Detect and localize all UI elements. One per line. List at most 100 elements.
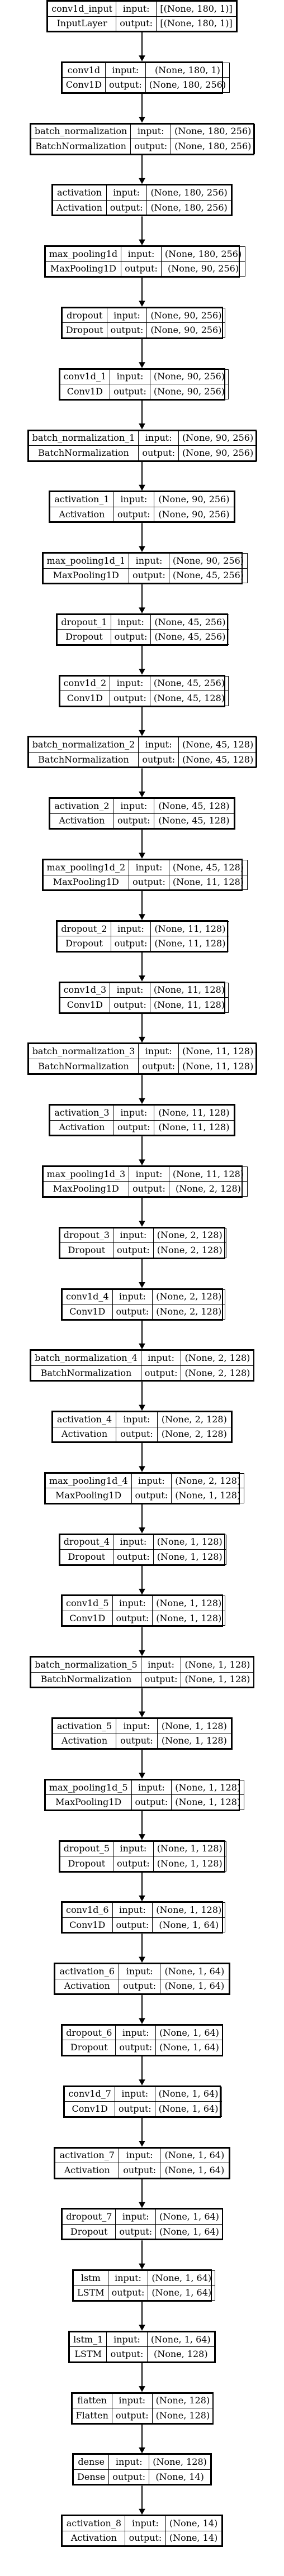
layer-name: conv1d_2 xyxy=(59,675,111,692)
output-label: output: xyxy=(116,1426,158,1442)
input-label: input: xyxy=(116,1,157,17)
layer-type: MaxPooling1D xyxy=(45,261,122,277)
output-label: output: xyxy=(113,1549,154,1565)
input-label: input: xyxy=(113,1105,155,1121)
input-label: input: xyxy=(106,2331,148,2348)
arrow-head xyxy=(139,546,145,553)
layer-name: batch_normalization xyxy=(30,123,131,140)
output-label: output: xyxy=(107,2285,149,2301)
layer-type: BatchNormalization xyxy=(28,1058,139,1074)
output-label: output: xyxy=(138,1058,179,1074)
layer-type: MaxPooling1D xyxy=(45,1794,132,1810)
input-label: input: xyxy=(140,1350,182,1366)
input-shape: (None, 2, 128) xyxy=(171,1473,245,1489)
input-label: input: xyxy=(113,798,155,814)
arrow-head xyxy=(139,1956,145,1963)
arrow-head xyxy=(139,2508,145,2515)
layer-type: BatchNormalization xyxy=(30,139,131,154)
input-label: input: xyxy=(110,369,150,385)
input-shape: (None, 45, 128) xyxy=(154,798,234,814)
layer-name: dropout_3 xyxy=(59,1227,114,1244)
output-label: output: xyxy=(106,199,147,216)
output-shape: (None, 11, 128) xyxy=(154,1120,234,1136)
output-shape: (None, 11, 128) xyxy=(150,936,230,951)
input-shape: (None, 2, 128) xyxy=(153,1227,226,1244)
output-shape: (None, 11, 128) xyxy=(178,1058,258,1074)
input-label: input: xyxy=(116,1412,158,1427)
output-shape: (None, 1, 64) xyxy=(148,2285,216,2301)
output-label: output: xyxy=(138,751,179,768)
output-shape: (None, 14) xyxy=(165,2530,222,2546)
arrow-head xyxy=(139,2202,145,2208)
input-label: input: xyxy=(140,1657,182,1673)
arrow-head xyxy=(139,1834,145,1840)
arrow-head xyxy=(139,1404,145,1411)
output-label: output: xyxy=(113,813,155,829)
layer-type: Conv1D xyxy=(62,1917,113,1933)
layer-type: MaxPooling1D xyxy=(42,1181,130,1197)
input-label: input: xyxy=(115,2209,157,2225)
input-label: input: xyxy=(138,1044,179,1059)
input-label: input: xyxy=(129,1166,169,1182)
input-label: input: xyxy=(119,1964,160,1979)
layer-type: LSTM xyxy=(73,2285,108,2301)
layer-type: Dropout xyxy=(62,2223,116,2240)
input-label: input: xyxy=(107,2270,149,2286)
output-label: output: xyxy=(129,874,169,890)
layer-name: max_pooling1d_3 xyxy=(42,1166,130,1182)
input-label: input: xyxy=(131,1473,172,1489)
layer-name: batch_normalization_4 xyxy=(31,1350,141,1366)
layer-type: BatchNormalization xyxy=(31,1365,141,1381)
layer-type: Flatten xyxy=(72,2408,112,2423)
input-shape: (None, 1, 128) xyxy=(153,1534,226,1550)
output-shape: (None, 1, 64) xyxy=(155,2040,223,2055)
arrow-head xyxy=(139,1711,145,1718)
layer-type: Activation xyxy=(62,2530,126,2546)
layer-type: Activation xyxy=(52,1733,117,1749)
output-shape: (None, 1, 128) xyxy=(153,1549,226,1565)
arrow-head xyxy=(139,1159,145,1165)
output-label: output: xyxy=(108,2469,150,2485)
layer-name: activation_6 xyxy=(55,1964,120,1979)
arrow-head xyxy=(139,2447,145,2454)
input-label: input: xyxy=(113,1841,154,1857)
output-shape: (None, 2, 128) xyxy=(157,1426,232,1442)
output-label: output: xyxy=(113,1242,154,1258)
output-label: output: xyxy=(112,1917,153,1933)
layer-name: conv1d_6 xyxy=(62,1902,113,1918)
input-label: input: xyxy=(113,492,155,507)
input-shape: [(None, 180, 1)] xyxy=(156,1,236,17)
output-shape: (None, 1, 64) xyxy=(159,2163,229,2178)
layer-name: activation_4 xyxy=(52,1412,117,1427)
layer-name: dropout_7 xyxy=(62,2209,116,2225)
layer-name: lstm_1 xyxy=(69,2331,107,2348)
input-label: input: xyxy=(110,614,152,630)
output-shape: (None, 128) xyxy=(146,2346,215,2362)
